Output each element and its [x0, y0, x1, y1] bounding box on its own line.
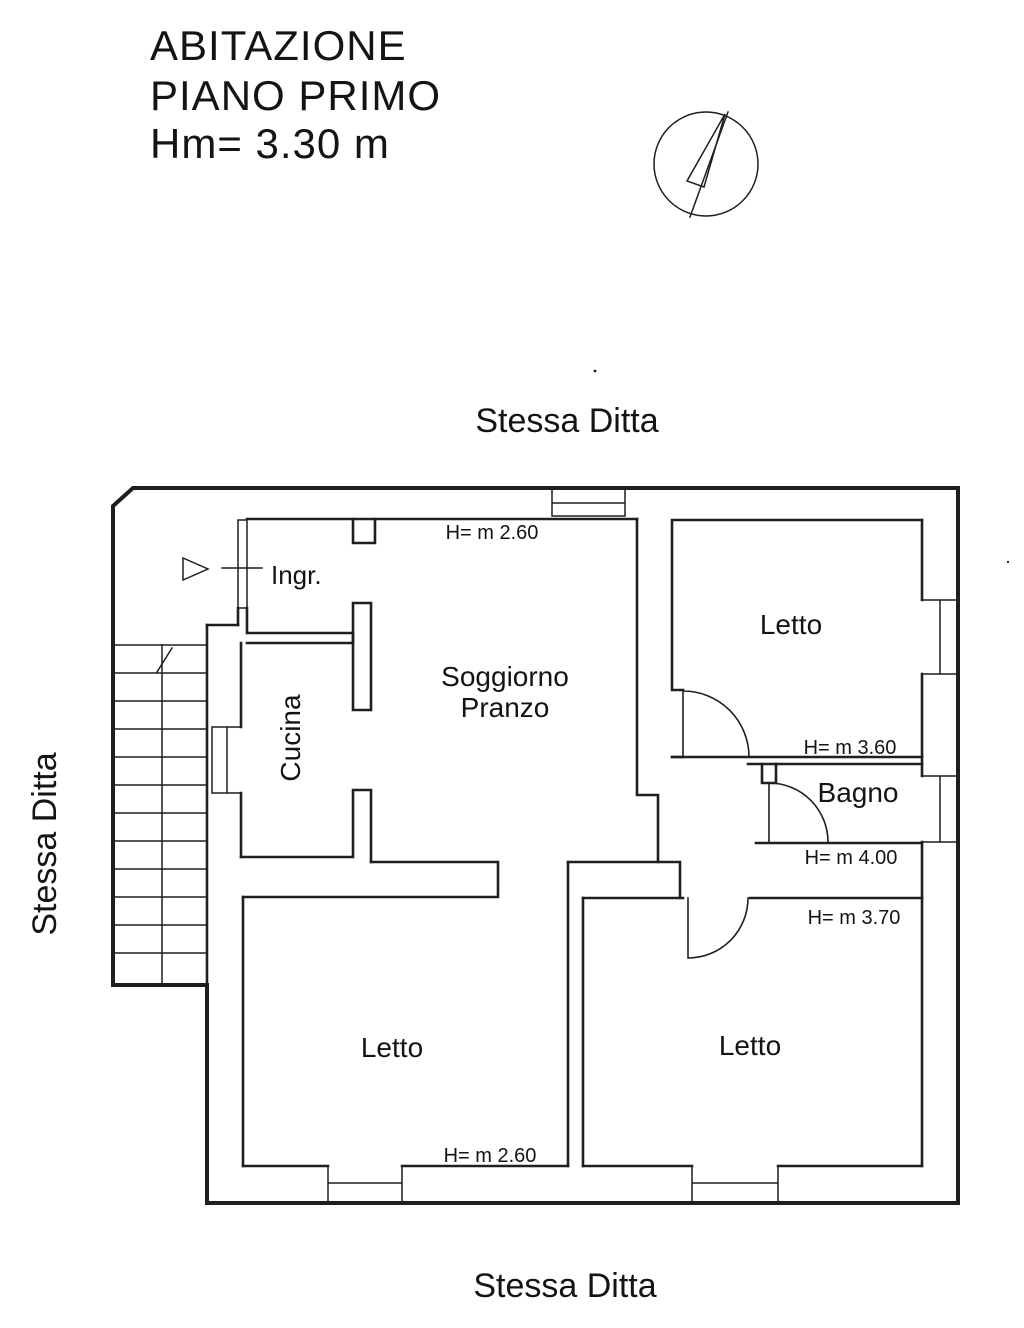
height-label-letto-ne: H= m 3.60	[804, 737, 897, 759]
flue-block	[551, 487, 626, 517]
stair-treads	[112, 644, 208, 954]
compass-circle	[653, 111, 759, 217]
soggiorno-right-wall	[635, 517, 660, 864]
door-arc-letto-ne	[682, 690, 750, 758]
bagno-door-jambs	[760, 762, 778, 785]
window-letto-sw	[327, 1165, 403, 1204]
window-letto-ne	[921, 599, 959, 675]
window-letto-se	[691, 1165, 779, 1204]
doors	[237, 519, 829, 959]
room-label-letto-ne: Letto	[760, 609, 822, 640]
corridor-walls	[241, 860, 682, 900]
ingresso-cucina-wall	[236, 606, 355, 645]
room-label-letto-sw: Letto	[361, 1032, 423, 1063]
room-label-bagno: Bagno	[818, 777, 899, 808]
room-label-cucina: Cucina	[275, 694, 306, 782]
title-line-2: PIANO PRIMO	[150, 72, 441, 119]
scan-speck	[593, 369, 597, 373]
compass-needle-line	[689, 111, 729, 218]
bedroom-divider-wall	[566, 860, 585, 1168]
window-bagno	[921, 775, 959, 843]
door-arc-letto-se	[687, 897, 749, 959]
pilaster	[351, 517, 377, 545]
exterior-wall-outline	[111, 486, 960, 1205]
context-label-top: Stessa Ditta	[475, 402, 658, 440]
scan-speck	[1006, 560, 1010, 564]
stair-direction-mark	[155, 646, 174, 674]
interior-walls	[211, 487, 924, 1168]
entry-arrow-icon	[182, 556, 263, 582]
letto-ne-walls	[670, 518, 924, 759]
cucina-soggiorno-wall-lower	[239, 788, 373, 864]
height-label-letto-sw: H= m 2.60	[444, 1145, 537, 1167]
context-label-bottom: Stessa Ditta	[473, 1267, 656, 1305]
height-label-soggiorno: H= m 2.60	[446, 522, 539, 544]
page-title: ABITAZIONE PIANO PRIMO Hm= 3.30 m	[150, 22, 441, 167]
cucina-soggiorno-wall-upper	[351, 601, 373, 712]
room-label-letto-se: Letto	[719, 1030, 781, 1061]
height-label-letto-se: H= m 3.70	[808, 907, 901, 929]
room-label-soggiorno-line1: Soggiorno	[441, 661, 569, 692]
room-label-soggiorno-line2: Pranzo	[461, 692, 550, 723]
entry-arrow-head	[182, 556, 210, 582]
north-arrow-icon	[653, 111, 759, 218]
compass-needle-head	[685, 113, 726, 188]
entry-door	[237, 519, 248, 609]
title-line-1: ABITAZIONE	[150, 22, 407, 69]
title-line-3: Hm= 3.30 m	[150, 120, 390, 167]
cucina-stair-opening	[211, 726, 242, 794]
context-label-left: Stessa Ditta	[26, 752, 64, 935]
room-labels: Ingr. H= m 2.60 Soggiorno Pranzo Cucina …	[271, 522, 900, 1167]
height-label-bagno: H= m 4.00	[805, 847, 898, 869]
door-arc-bagno	[768, 782, 829, 843]
room-label-ingresso: Ingr.	[271, 560, 322, 590]
staircase	[112, 623, 240, 987]
windows	[327, 599, 959, 1204]
